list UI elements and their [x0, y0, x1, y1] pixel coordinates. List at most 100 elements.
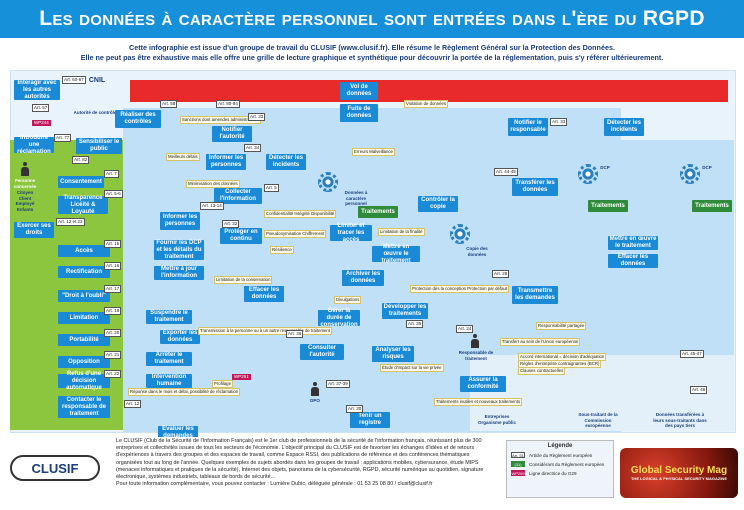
art-20: Art. 20	[104, 329, 122, 337]
box-inform-persons: Informer les personnes	[206, 154, 246, 170]
note-violation: Violation de données	[404, 100, 449, 108]
note-transfert-ue: Transfert au sein de l'Union européenne	[500, 338, 581, 346]
intro-text: Cette infographie est issue d'un groupe …	[10, 43, 734, 63]
note-divulgations: Divulgations	[334, 296, 362, 304]
gsm-logo: Global Security Mag THE LOGICAL & PHYSIC…	[620, 448, 738, 498]
label-sous-traitant: Sous-traitant de la Commission européenn…	[578, 412, 618, 428]
legend-swatch-wp: WP259	[511, 470, 525, 476]
note-pseudonymisation: Pseudonymisation Chiffrement	[264, 230, 327, 238]
label-dcp-1: DCP	[600, 165, 610, 170]
note-erreurs: Erreurs Malveillance	[352, 148, 395, 156]
box-raise-awareness: Sensibiliser le public	[76, 138, 122, 154]
box-data-theft: Vol de données	[340, 82, 378, 100]
note-dpia: Étude d'impact sur la vie privée	[380, 364, 444, 372]
gear-icon-dcp-far	[680, 164, 700, 184]
legend-title: Légende	[547, 443, 573, 449]
gear-icon	[318, 172, 338, 192]
box-right-portability: Portabilité	[58, 334, 110, 346]
art-21: Art. 21	[104, 351, 122, 359]
art-33: Art. 33	[248, 113, 266, 121]
contact-text: Pour toute information complémentaire, v…	[116, 481, 433, 488]
art-45-47: Art. 45-47	[680, 350, 704, 358]
box-collect-info: Collecter l'information	[214, 188, 262, 204]
box-ensure-compliance: Assurer la conformité	[460, 376, 506, 392]
box-transfer-data: Transférer les données	[512, 178, 558, 196]
note-cia: Confidentialité Intégrité Disponibilité	[264, 210, 337, 218]
art-18: Art. 18	[104, 307, 122, 315]
label-controller: Responsable de traitement	[458, 350, 494, 361]
legend-swatch-considerant: (31)	[511, 461, 525, 467]
art-17: Art. 17	[104, 285, 122, 293]
box-inform-persons-2: Informer les personnes	[160, 212, 200, 230]
partner-tagline: THE LOGICAL & PHYSICAL SECURITY MAGAZINE	[630, 476, 727, 481]
box-protect-continuously: Protéger en continu	[220, 228, 262, 244]
box-right-erasure: "Droit à l'oubli"	[58, 290, 110, 302]
art-60-67: Art. 60-67	[62, 76, 86, 84]
legend-label-considerant: Considérant du Règlement européen	[529, 461, 605, 467]
box-implement-processing: Mettre en œuvre le traitement	[372, 244, 420, 264]
label-subject-types: Citoyen Client Employé Enfants	[15, 190, 35, 212]
box-implement-processing-right: Mettre en œuvre le traitement	[608, 236, 658, 250]
box-manage-retention: Gérer la durée de conservation	[318, 308, 360, 328]
note-reponse: Réponse dans le mois et délai, possibili…	[128, 388, 241, 396]
art-57: Art. 57	[32, 104, 50, 112]
legend-row-wp: WP259 Ligne directrice du G29	[511, 470, 609, 476]
gear-icon-copy	[450, 224, 470, 244]
art-33-right: Art. 33	[550, 118, 568, 126]
box-processing-2: Traitements	[588, 200, 628, 212]
note-responsabilite-partagee: Responsabilité partagée	[536, 322, 587, 330]
note-limitation-conservation: Limitation de la conservation	[214, 276, 273, 284]
box-transmit-requests: Transmettre les demandes	[512, 286, 558, 304]
legend: Légende Art. 51 Article du Règlement eur…	[506, 440, 614, 498]
page-title: Les données à caractère personnel sont e…	[39, 7, 705, 30]
box-right-rectification: Rectification	[58, 266, 110, 278]
box-perform-audits: Réaliser des contrôles	[115, 110, 161, 128]
clusif-description: Le CLUSIF (Club de la Sécurité de l'Info…	[116, 438, 494, 488]
box-provide-dcp: Fournir les DCP et les détails du traite…	[154, 240, 204, 260]
box-suspend-processing: Suspendre le traitement	[146, 310, 192, 324]
controller-person-icon	[470, 334, 480, 348]
art-5: Art. 5	[264, 184, 279, 192]
legend-label-wp: Ligne directrice du G29	[529, 470, 577, 476]
clusif-logo: CLUSIF	[10, 455, 100, 481]
gear-icon-dcp-right	[578, 164, 598, 184]
label-copie: Copie des données	[466, 246, 488, 257]
art-35: Art. 35	[406, 320, 424, 328]
legend-label-article: Article du Règlement européen	[529, 452, 593, 458]
art-80-84: Art. 80-84	[216, 100, 240, 108]
box-notify-authority: Notifier l'autorité	[212, 126, 252, 142]
person-icon	[20, 162, 30, 176]
box-erase-data: Effacer les données	[244, 286, 284, 302]
art-82: Art. 82	[72, 156, 90, 164]
box-right-restriction: Limitation	[58, 312, 110, 324]
label-entreprises: Entreprises Organisme public	[477, 414, 516, 425]
box-detect-incidents-right: Détecter les incidents	[604, 118, 644, 136]
note-minimisation: Minimisation des données	[186, 180, 240, 188]
box-consult-authority: Consulter l'autorité	[300, 344, 344, 360]
art-5-6: Art. 5-6	[104, 190, 123, 198]
zone-third-country	[621, 140, 734, 360]
note-profilage: Profilage	[212, 380, 233, 388]
dpo-icon	[310, 382, 320, 396]
label-data-subject: Personne concernée	[13, 178, 37, 189]
art-12-bottom: Art. 12	[124, 400, 142, 408]
legend-swatch-article: Art. 51	[511, 452, 525, 458]
note-resilience: Résilience	[270, 246, 294, 254]
art-44-49: Art. 44-49	[494, 168, 518, 176]
art-37-39: Art. 37-39	[326, 380, 350, 388]
box-processing-1: Traitements	[358, 206, 398, 218]
note-transmission: Transmission à la personne ou à un autre…	[198, 327, 333, 335]
label-authority: Autorité de contrôle	[73, 110, 117, 115]
art-34: Art. 34	[244, 144, 262, 152]
art-13-14: Art. 13-14	[200, 202, 224, 210]
note-traitements-inutiles: Traitements inutiles et nouveaux traitem…	[434, 398, 523, 406]
wp-tag-2: WP251	[232, 374, 251, 380]
cnil-logo: CNIL	[88, 77, 106, 84]
wp-tag-1: WP244	[32, 120, 51, 126]
partner-name: Global Security Mag	[630, 465, 728, 476]
box-right-objection: Opposition	[58, 356, 110, 368]
art-7: Art. 7	[104, 170, 119, 178]
box-introduce-complaint: Introduire une réclamation	[14, 135, 54, 155]
description-text: Le CLUSIF (Club de la Sécurité de l'Info…	[116, 438, 484, 481]
